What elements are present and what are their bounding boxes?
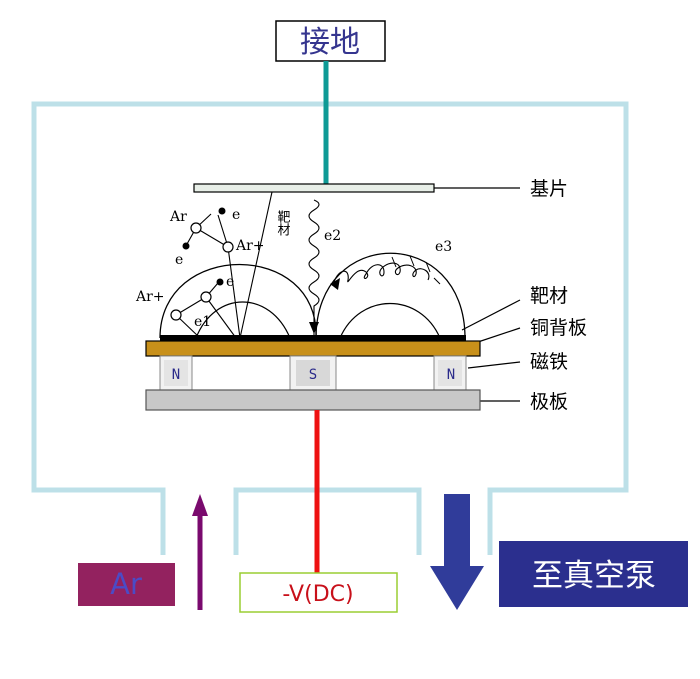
ar-inlet-arrow-head: [192, 494, 208, 516]
pump-arrow-head: [430, 566, 484, 610]
pump-box-label: 至真空泵: [532, 558, 656, 594]
label-target-vertical: 靶材: [275, 210, 291, 236]
e3-tick-marks: [391, 255, 441, 285]
field-arc-left-inner: [195, 301, 291, 339]
chain-upper-3: [195, 227, 229, 248]
chain-upper-4: [227, 246, 241, 339]
substrate: [193, 183, 435, 193]
chain-lower-2: [175, 296, 207, 316]
e2-spiral-path: [308, 199, 320, 335]
pump-box: [499, 541, 688, 607]
label-ar-plus-mid: Ar+: [235, 238, 265, 254]
label-magnet: 磁铁: [530, 351, 568, 373]
label-e-top-right: e: [232, 207, 240, 223]
magnet-right-pole: [438, 360, 462, 386]
label-ar-top: Ar: [169, 209, 187, 225]
e3-arrow-head: [330, 278, 340, 290]
electron-lower: [216, 278, 224, 286]
chain-lower-3: [205, 296, 237, 339]
chamber-wall: [31, 101, 629, 555]
ar-atom-upper: [190, 222, 202, 234]
leader-target: [461, 299, 521, 331]
ar-box: [78, 563, 175, 606]
magnet-pole-right: N: [447, 367, 455, 383]
magnet-pole-center: S: [309, 367, 317, 383]
magnet-center-pole: [296, 360, 330, 386]
field-arc-right-inner: [339, 303, 441, 339]
ar-atom-lower: [200, 291, 212, 303]
label-e-top-left: e: [175, 252, 183, 268]
leader-copper: [474, 327, 521, 344]
label-e2: e2: [324, 228, 341, 244]
pump-arrow-shaft: [444, 494, 470, 566]
electrode-plate: [145, 389, 481, 411]
chamber-inner-wall: [233, 487, 422, 555]
label-electrode-plate: 极板: [530, 391, 568, 413]
magnet-left-pole: [164, 360, 188, 386]
e2-arrow-head: [309, 322, 319, 334]
ground-label-box: [275, 20, 386, 62]
label-e1: e1: [194, 314, 211, 330]
target-plate: [160, 335, 466, 341]
dc-box-label: -V(DC): [282, 582, 353, 607]
label-e-mid: e: [226, 274, 234, 290]
ar-ion-upper: [222, 241, 234, 253]
electron-upper: [218, 207, 226, 215]
leader-magnet: [467, 361, 521, 369]
electron-upper-left: [182, 242, 190, 250]
field-arc-right-outer: [315, 252, 466, 339]
ar-box-label: Ar: [110, 567, 142, 601]
field-arc-left-outer: [159, 264, 317, 339]
copper-back-plate: [145, 340, 481, 357]
label-e3: e3: [435, 239, 452, 255]
label-copper-back-plate: 铜背板: [530, 317, 587, 339]
target-to-substrate-path: [239, 191, 273, 339]
dc-box: [239, 572, 398, 613]
label-substrate: 基片: [530, 178, 568, 200]
label-ar-plus-left: Ar+: [135, 289, 165, 305]
e3-loop-path: [333, 262, 430, 283]
label-target: 靶材: [530, 285, 568, 307]
ground-label: 接地: [300, 25, 360, 60]
magnet-pole-left: N: [172, 367, 180, 383]
ar-ion-lower: [170, 309, 182, 321]
